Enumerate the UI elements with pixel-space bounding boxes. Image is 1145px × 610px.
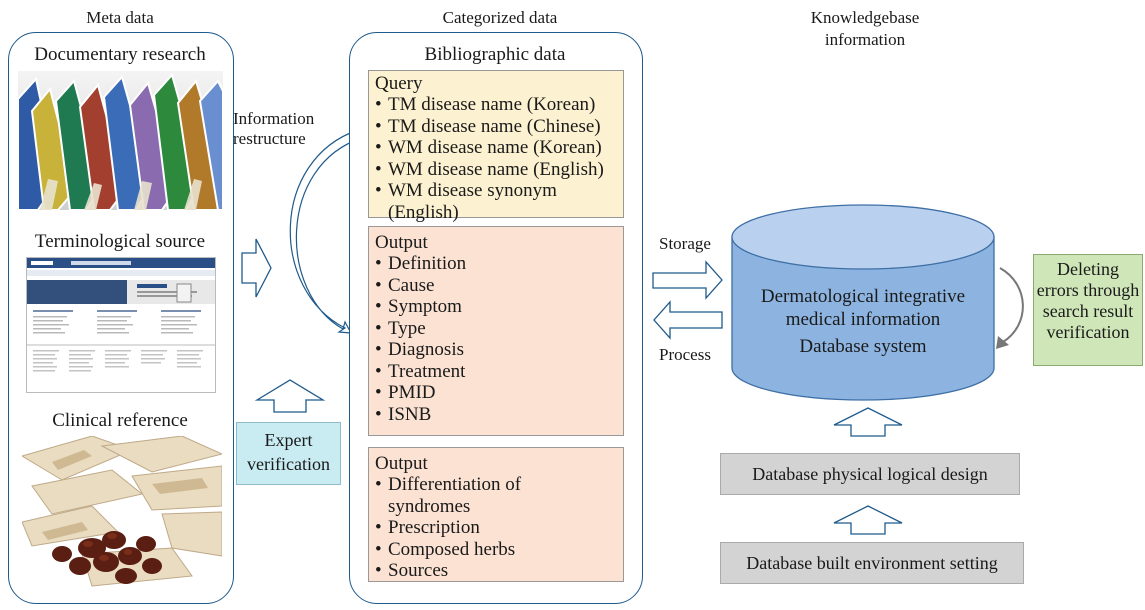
list-item: ISNB bbox=[375, 404, 617, 426]
list-item: Sources bbox=[375, 560, 617, 582]
list-item: Cause bbox=[375, 275, 617, 297]
books-image bbox=[18, 71, 223, 210]
logical-design-box: Database physical logical design bbox=[720, 453, 1020, 495]
database-line-1: Dermatological integrative bbox=[760, 286, 966, 307]
storage-label: Storage bbox=[659, 234, 711, 253]
right-block-arrow bbox=[241, 238, 272, 298]
verification-loop-arrow bbox=[999, 267, 1024, 343]
header-categorized-data: Categorized data bbox=[442, 8, 558, 27]
storage-arrow bbox=[652, 260, 723, 300]
output-list-2: Differentiation of syndromes Prescriptio… bbox=[375, 474, 617, 582]
list-item: Definition bbox=[375, 253, 617, 275]
database-line-3: Database system bbox=[799, 336, 927, 357]
output-box-1: Output Definition Cause Symptom Type Dia… bbox=[368, 226, 624, 436]
list-item: Diagnosis bbox=[375, 339, 617, 361]
herbs-image bbox=[22, 436, 222, 590]
database-line-2: medical information bbox=[785, 309, 941, 330]
expert-verification-label: Expert verification bbox=[247, 430, 330, 474]
documentary-research-label: Documentary research bbox=[34, 44, 206, 65]
website-screenshot-image bbox=[26, 257, 216, 393]
list-item: WM disease name (Korean) bbox=[375, 137, 617, 159]
list-item: Symptom bbox=[375, 296, 617, 318]
verification-label: Deleting errors through search result ve… bbox=[1036, 259, 1140, 342]
expert-verification-box: Expert verification bbox=[236, 422, 341, 485]
up-block-arrow-design bbox=[833, 505, 903, 535]
up-block-arrow-db bbox=[833, 407, 903, 437]
list-item: TM disease name (Chinese) bbox=[375, 116, 617, 138]
bibliographic-data-title: Bibliographic data bbox=[424, 44, 566, 65]
list-item: WM disease synonym (English) bbox=[375, 180, 617, 223]
list-item: Differentiation of syndromes bbox=[375, 474, 617, 517]
terminological-source-label: Terminological source bbox=[34, 231, 206, 252]
list-item: Composed herbs bbox=[375, 539, 617, 561]
up-block-arrow-expert bbox=[254, 379, 326, 413]
output-title-2: Output bbox=[375, 453, 428, 474]
database-system-label: Dermatological integrative medical infor… bbox=[732, 285, 994, 358]
verification-box: Deleting errors through search result ve… bbox=[1033, 254, 1143, 366]
verification-loop-arrowhead bbox=[996, 336, 1009, 349]
query-box: Query TM disease name (Korean) TM diseas… bbox=[368, 70, 624, 223]
list-item: WM disease name (English) bbox=[375, 159, 617, 181]
query-list: TM disease name (Korean) TM disease name… bbox=[375, 94, 617, 223]
environment-setting-box: Database built environment setting bbox=[720, 542, 1024, 584]
output-list-1: Definition Cause Symptom Type Diagnosis … bbox=[375, 253, 617, 425]
clinical-reference-label: Clinical reference bbox=[52, 410, 188, 431]
information-restructure-label: Information restructure bbox=[233, 109, 315, 148]
list-item: Type bbox=[375, 318, 617, 340]
list-item: Treatment bbox=[375, 361, 617, 383]
query-title: Query bbox=[375, 73, 423, 94]
list-item: PMID bbox=[375, 382, 617, 404]
header-meta-data: Meta data bbox=[86, 8, 154, 27]
process-label: Process bbox=[659, 345, 711, 364]
output-box-2: Output Differentiation of syndromes Pres… bbox=[368, 447, 624, 582]
process-arrow bbox=[653, 300, 723, 340]
list-item: TM disease name (Korean) bbox=[375, 94, 617, 116]
header-knowledgebase-information: Knowledgebase information bbox=[810, 8, 920, 49]
list-item: Prescription bbox=[375, 517, 617, 539]
output-title-1: Output bbox=[375, 232, 428, 253]
